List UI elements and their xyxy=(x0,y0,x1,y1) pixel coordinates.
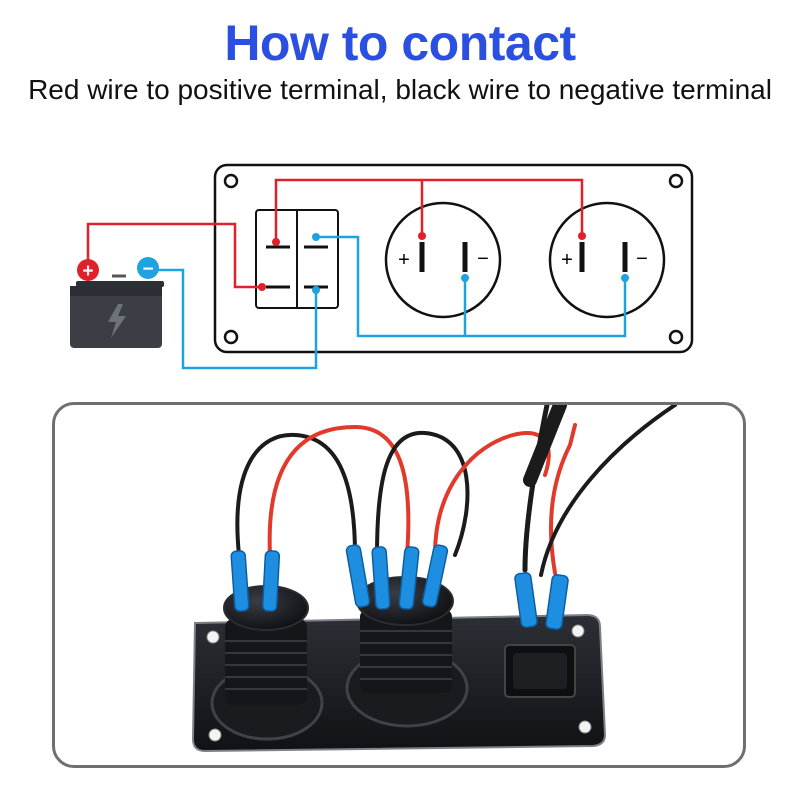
battery-negative-symbol: − xyxy=(142,259,153,280)
socket-1-plus-sign: + xyxy=(398,249,410,271)
battery-positive-terminal xyxy=(77,259,99,281)
plate-screw-hole xyxy=(208,728,222,742)
socket-2-minus-sign: − xyxy=(636,248,648,270)
plate-screw-hole xyxy=(571,624,585,638)
black-wire xyxy=(522,405,550,573)
switch-contacts xyxy=(266,245,328,289)
main-cable xyxy=(523,405,567,487)
page-title: How to contact xyxy=(224,15,576,71)
panel-screw-hole xyxy=(668,329,684,345)
page-subtitle: Red wire to positive terminal, black wir… xyxy=(28,74,772,105)
panel-screw-hole xyxy=(223,329,239,345)
black-wire xyxy=(235,432,357,557)
socket-terminals xyxy=(419,242,628,272)
plate-screw-hole xyxy=(578,720,592,734)
product-photo-frame xyxy=(52,402,746,768)
battery-positive-symbol: + xyxy=(82,261,93,282)
rocker-switch-photo xyxy=(504,644,576,698)
negative-wires xyxy=(151,235,627,370)
positive-wires xyxy=(86,178,584,289)
black-wire xyxy=(375,430,470,557)
panel-screw-hole xyxy=(668,173,684,189)
red-wire xyxy=(267,424,411,557)
wiring-diagram: + − + − + − xyxy=(70,163,694,370)
terminal-connectors xyxy=(230,544,569,630)
red-wire xyxy=(549,423,577,575)
socket-2-plus-sign: + xyxy=(561,249,573,271)
socket-2-outline xyxy=(548,201,666,319)
socket-1-minus-sign: − xyxy=(477,248,489,270)
battery-negative-terminal xyxy=(137,257,159,279)
socket-1-outline xyxy=(384,201,502,319)
product-photo xyxy=(191,405,677,753)
plate-screw-hole xyxy=(206,630,220,644)
battery-icon: + − xyxy=(70,257,164,348)
black-wire xyxy=(539,405,677,577)
panel-screw-hole xyxy=(223,173,239,189)
